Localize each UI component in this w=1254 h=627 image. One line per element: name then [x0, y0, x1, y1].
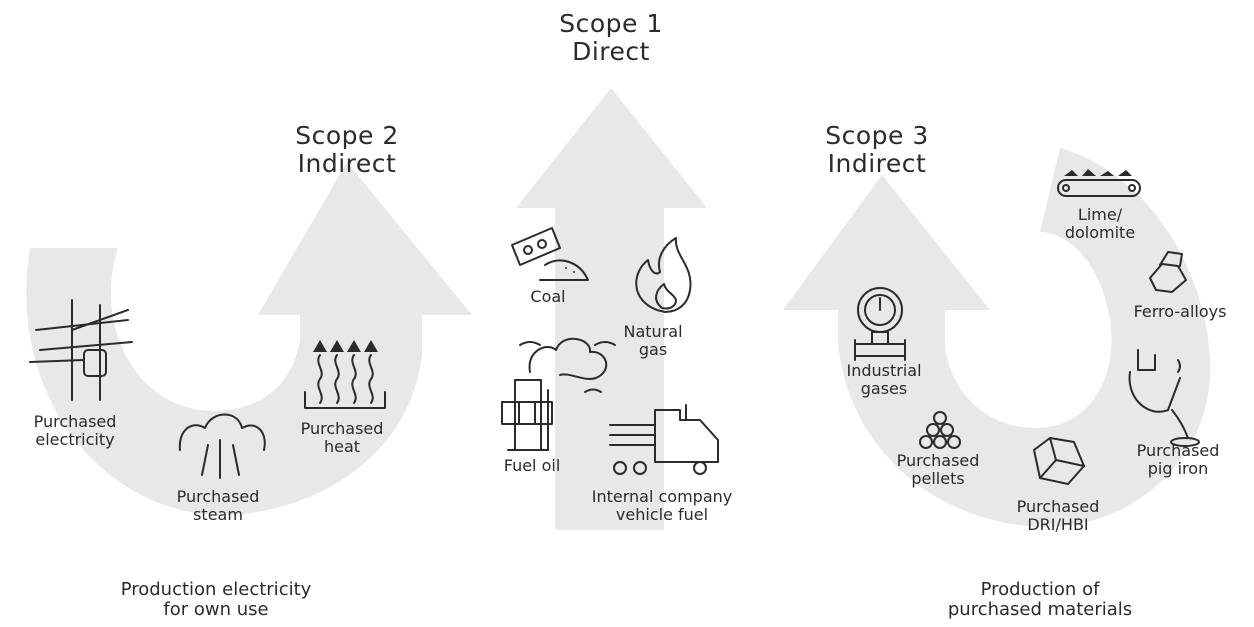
purchased-dri-hbi-label: Purchased DRI/HBI [1016, 497, 1100, 534]
scope1-arrow-shape [516, 88, 707, 530]
lime-dolomite-label: Lime/ dolomite [1064, 205, 1136, 242]
rocks-icon [1149, 251, 1187, 293]
vehicle-fuel-label: Internal company vehicle fuel [591, 487, 733, 524]
ferro-alloys-label: Ferro-alloys [1133, 302, 1227, 321]
pellets-icon [919, 411, 961, 449]
truck-icon [609, 404, 719, 475]
scope2-title: Scope 2 Indirect [295, 121, 399, 178]
coal-label: Coal [530, 287, 566, 306]
industrial-gases-label: Industrial gases [846, 361, 922, 398]
purchased-heat-label: Purchased heat [300, 419, 384, 456]
flame-icon [635, 237, 692, 313]
purchased-electricity-label: Purchased electricity [33, 412, 117, 449]
scope3-title: Scope 3 Indirect [825, 121, 929, 178]
purchased-pellets-label: Purchased pellets [896, 451, 980, 488]
ore-icon [1033, 437, 1085, 485]
scope1-title: Scope 1 Direct [559, 9, 663, 66]
fuel-oil-label: Fuel oil [503, 456, 561, 475]
heat-icon [304, 340, 386, 409]
footer-left: Production electricity for own use [120, 579, 312, 620]
coal-icon [511, 227, 589, 281]
gauge-icon [854, 287, 906, 361]
scope2-arrow-shape [26, 162, 473, 516]
conveyor-icon [1057, 169, 1141, 197]
steam-icon [178, 413, 266, 479]
natural-gas-label: Natural gas [623, 322, 683, 359]
factory-icon [501, 338, 616, 451]
footer-right: Production of purchased materials [947, 579, 1133, 620]
power-pole-icon [29, 299, 133, 401]
purchased-pig-iron-label: Purchased pig iron [1136, 441, 1220, 478]
purchased-steam-label: Purchased steam [176, 487, 260, 524]
scope3-arrow-shape [783, 148, 1211, 528]
ladle-icon [1128, 349, 1200, 447]
